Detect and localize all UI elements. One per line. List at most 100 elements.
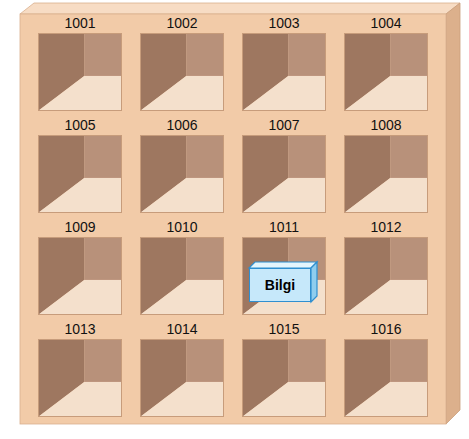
back-wall <box>84 237 122 280</box>
cell-rim <box>39 34 122 111</box>
back-wall <box>390 339 428 382</box>
memory-cell: 1012 <box>344 218 428 315</box>
back-wall <box>84 135 122 178</box>
cell-address: 1002 <box>140 14 224 32</box>
cell-address: 1006 <box>140 116 224 134</box>
cell-opening <box>38 135 122 213</box>
memory-cell: 1002 <box>140 14 224 111</box>
cell-opening <box>344 135 428 213</box>
back-wall <box>288 33 326 76</box>
cell-address: 1015 <box>242 320 326 338</box>
memory-cell: 1014 <box>140 320 224 417</box>
cell-address: 1013 <box>38 320 122 338</box>
memory-cell: 1016 <box>344 320 428 417</box>
cell-floor <box>38 280 122 315</box>
cell-rim <box>345 136 428 213</box>
back-wall <box>390 135 428 178</box>
shelf-side <box>446 3 460 424</box>
cell-floor <box>38 76 122 111</box>
cell-rim <box>39 238 122 315</box>
memory-cell: 1013 <box>38 320 122 417</box>
cell-opening <box>242 33 326 111</box>
box-side <box>311 262 317 302</box>
cell-floor <box>140 178 224 213</box>
cell-address: 1003 <box>242 14 326 32</box>
memory-cell: 1004 <box>344 14 428 111</box>
cell-address: 1007 <box>242 116 326 134</box>
memory-cell: 1015 <box>242 320 326 417</box>
data-box: Bilgi <box>249 268 311 302</box>
cell-address: 1012 <box>344 218 428 236</box>
cell-opening <box>242 135 326 213</box>
cell-opening <box>344 339 428 417</box>
cell-address: 1011 <box>242 218 326 236</box>
memory-cell: 1001 <box>38 14 122 111</box>
cell-rim <box>345 340 428 417</box>
cell-floor <box>242 382 326 417</box>
cell-rim <box>39 136 122 213</box>
cell-rim <box>141 136 224 213</box>
cell-floor <box>344 280 428 315</box>
cell-rim <box>243 340 326 417</box>
cell-opening <box>344 33 428 111</box>
memory-cell: 1003 <box>242 14 326 111</box>
memory-cell: 1011Bilgi <box>242 218 326 315</box>
cell-opening <box>140 339 224 417</box>
cell-rim <box>141 34 224 111</box>
shelf-top <box>20 3 460 14</box>
box-top <box>249 262 317 268</box>
back-wall <box>390 33 428 76</box>
cell-floor <box>140 280 224 315</box>
memory-cell: 1010 <box>140 218 224 315</box>
shelf-front <box>20 14 446 424</box>
back-wall <box>84 339 122 382</box>
cell-floor <box>140 382 224 417</box>
cell-address: 1008 <box>344 116 428 134</box>
cell-address: 1001 <box>38 14 122 32</box>
cell-address: 1004 <box>344 14 428 32</box>
cell-rim <box>345 238 428 315</box>
back-wall <box>288 339 326 382</box>
cell-rim <box>243 34 326 111</box>
memory-cell: 1007 <box>242 116 326 213</box>
cell-rim <box>141 238 224 315</box>
cell-floor <box>140 76 224 111</box>
cell-rim <box>243 136 326 213</box>
cell-floor <box>38 382 122 417</box>
cell-rim <box>345 34 428 111</box>
cell-opening <box>242 339 326 417</box>
back-wall <box>288 135 326 178</box>
cell-floor <box>344 76 428 111</box>
cell-floor <box>344 382 428 417</box>
cell-floor <box>242 76 326 111</box>
cell-opening <box>38 33 122 111</box>
cell-opening <box>38 339 122 417</box>
cell-address: 1016 <box>344 320 428 338</box>
back-wall <box>186 33 224 76</box>
memory-cell: 1009 <box>38 218 122 315</box>
cell-rim <box>39 340 122 417</box>
back-wall <box>186 339 224 382</box>
back-wall <box>186 237 224 280</box>
memory-cell: 1005 <box>38 116 122 213</box>
cell-floor <box>38 178 122 213</box>
cell-floor <box>242 178 326 213</box>
cell-address: 1010 <box>140 218 224 236</box>
cell-opening <box>140 237 224 315</box>
cell-floor <box>344 178 428 213</box>
back-wall <box>186 135 224 178</box>
back-wall <box>84 33 122 76</box>
cell-address: 1009 <box>38 218 122 236</box>
cell-opening <box>140 33 224 111</box>
memory-cell: 1006 <box>140 116 224 213</box>
memory-cell: 1008 <box>344 116 428 213</box>
data-label: Bilgi <box>265 276 295 294</box>
cell-rim <box>243 238 326 315</box>
cell-address: 1005 <box>38 116 122 134</box>
cell-opening <box>140 135 224 213</box>
back-wall <box>390 237 428 280</box>
cell-opening <box>38 237 122 315</box>
cell-rim <box>141 340 224 417</box>
cell-address: 1014 <box>140 320 224 338</box>
cell-opening <box>344 237 428 315</box>
